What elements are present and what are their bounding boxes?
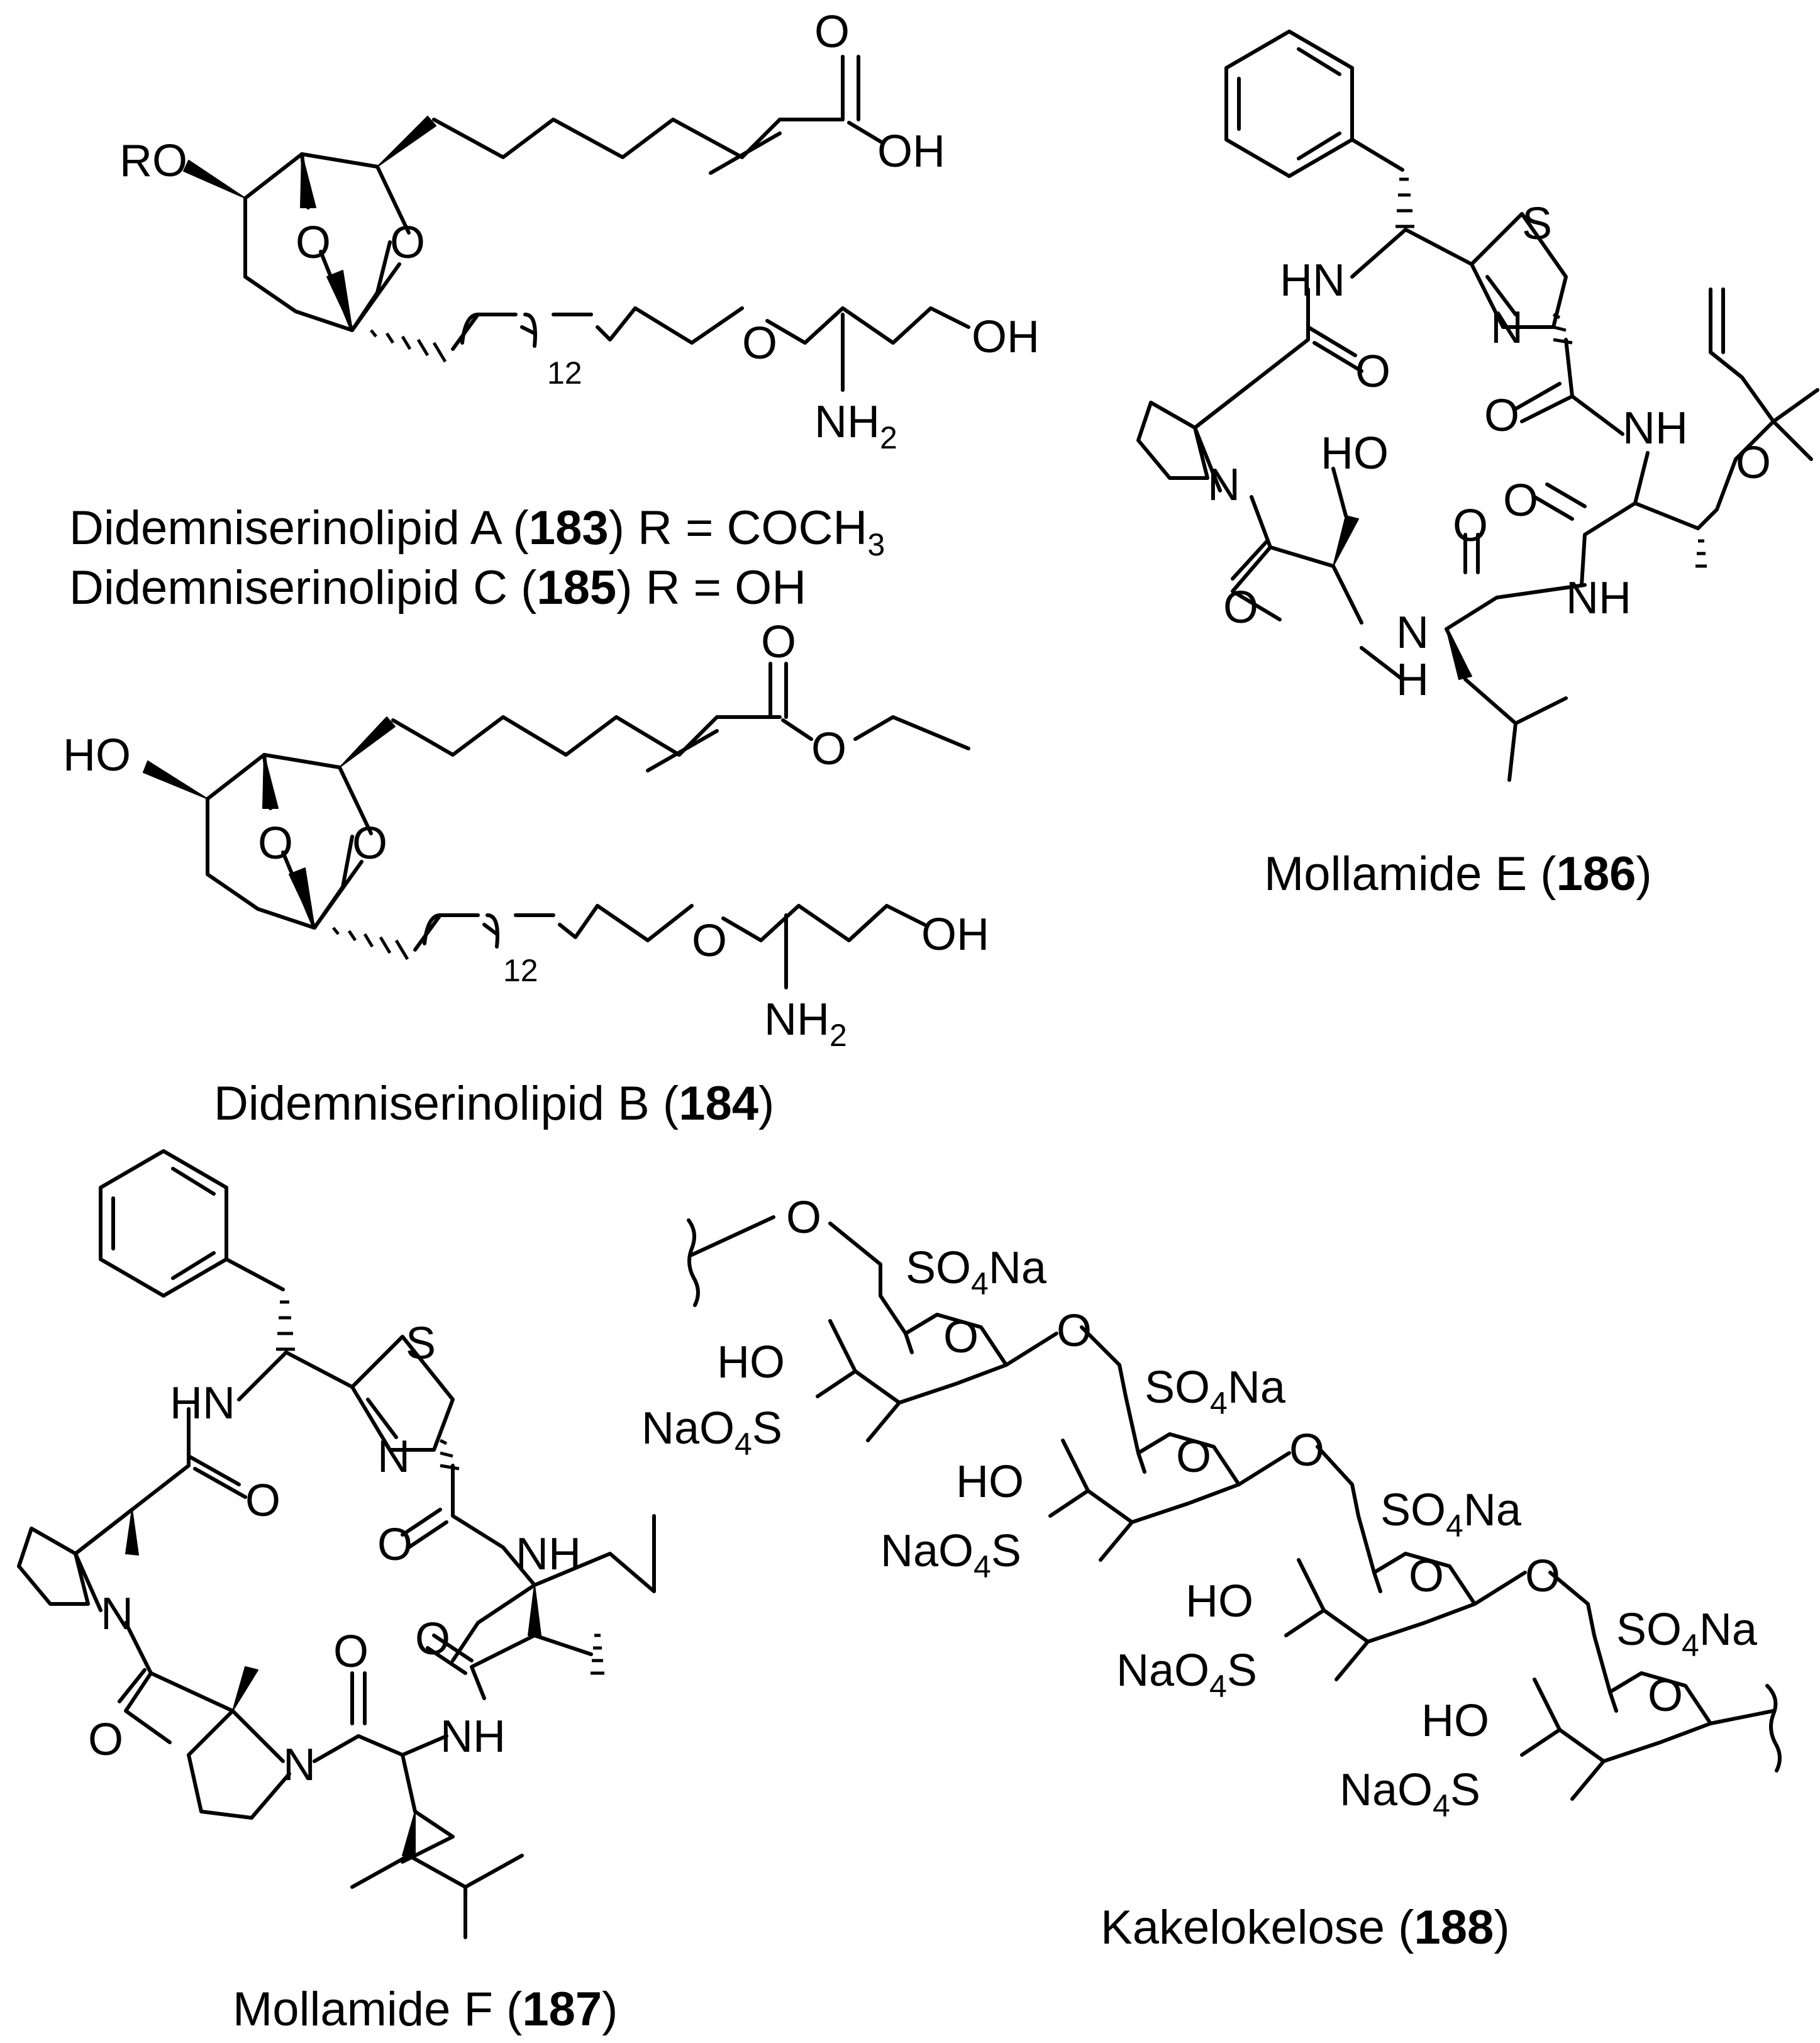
atom-label-o: O (1409, 1551, 1444, 1601)
wedge-bond (326, 270, 353, 331)
hashed-bond (1552, 313, 1573, 345)
hashed-bond (591, 1634, 604, 1675)
atom-label-nh2: NH2 (764, 994, 847, 1053)
atom-label-oh: OH (877, 126, 945, 177)
atom-label-o: O (814, 7, 850, 57)
atom-label-o: O (390, 218, 425, 268)
atom-label-n: N (283, 1740, 316, 1790)
atom-label-n: N (1490, 303, 1523, 353)
caption-mollamide-f: Mollamide F (187) (233, 1983, 618, 2036)
wedge-bond (289, 867, 315, 928)
atom-label-o: O (333, 1627, 369, 1677)
atom-label-o: O (296, 218, 331, 268)
caption-didemniserinolipid-b: Didemniserinolipid B (184) (214, 1077, 774, 1130)
atom-label-o: O (1525, 1551, 1560, 1601)
repeat-count: 12 (503, 953, 538, 988)
atom-label-naso4: NaO4S (880, 1526, 1021, 1584)
atom-label-nh: NH (1566, 573, 1631, 623)
caption-didemniserinolipid-a: Didemniserinolipid A (183) R = COCH3 (69, 501, 885, 562)
atom-label-o: O (88, 1715, 123, 1765)
atom-label-s: S (1522, 199, 1552, 249)
atom-label-naso4: NaO4S (641, 1403, 782, 1462)
atom-label-o: O (1289, 1425, 1324, 1476)
atom-label-o: O (415, 1614, 450, 1664)
atom-label-h: H (1396, 655, 1429, 705)
atom-label-o: O (245, 1476, 280, 1526)
atom-label-nh2: NH2 (814, 397, 897, 455)
atom-label-o: O (1176, 1432, 1211, 1482)
atom-label-hn: HN (170, 1378, 235, 1428)
atom-label-ho: HO (63, 730, 131, 781)
wedge-bond (339, 716, 396, 768)
atom-label-o: O (943, 1312, 979, 1362)
hashed-bond (276, 1300, 295, 1351)
atom-label-n: N (1396, 608, 1429, 658)
atom-label-o: O (1057, 1306, 1092, 1356)
hashed-bond (439, 1439, 460, 1471)
atom-label-nh: NH (516, 1529, 581, 1579)
atom-label-so4na: SO4Na (1616, 1605, 1758, 1663)
atom-label-naso4: NaO4S (1116, 1645, 1257, 1704)
hashed-bond (332, 927, 409, 960)
atom-label-ho: HO (1185, 1576, 1253, 1627)
atom-label-o: O (786, 1193, 821, 1243)
atom-label-n: N (377, 1432, 410, 1482)
atom-label-o: O (1355, 347, 1390, 397)
atom-label-o: O (1503, 476, 1538, 526)
atom-label-n: N (101, 1589, 133, 1639)
atom-label-o: O (377, 1520, 413, 1570)
atom-label-ho: HO (717, 1337, 785, 1388)
structure-didemniserinolipid-b: HO O O O O O OH NH2 12 Didemniserinolipi… (63, 617, 989, 1130)
atom-label-naso4: NaO4S (1340, 1765, 1480, 1823)
atom-label-o: O (1736, 438, 1771, 488)
wedge-bond (183, 160, 246, 199)
atom-label-o: O (1223, 582, 1258, 633)
atom-label-o: O (692, 916, 727, 966)
hashed-bond (1695, 539, 1707, 568)
atom-label-n: N (1207, 460, 1240, 510)
atom-label-ho: HO (956, 1457, 1024, 1507)
hashed-bond (370, 329, 447, 363)
atom-label-o: O (352, 818, 387, 869)
atom-label-o: O (1453, 501, 1488, 551)
atom-label-o: O (1648, 1671, 1683, 1721)
wedge-bond (377, 116, 436, 167)
atom-label-so4na: SO4Na (1380, 1485, 1522, 1544)
structure-mollamide-f: S HN N O O NH N O O NH O N Mollamide F (… (17, 1149, 656, 2036)
atom-label-nh: NH (1623, 403, 1688, 454)
atom-label-s: S (406, 1318, 436, 1369)
atom-label-hn: HN (1280, 255, 1345, 306)
hashed-bond (1396, 177, 1414, 228)
wedge-bond (300, 153, 316, 208)
atom-label-o: O (761, 617, 796, 667)
repeat-count: 12 (547, 355, 582, 391)
wedge-bond (262, 754, 279, 809)
caption-didemniserinolipid-c: Didemniserinolipid C (185) R = OH (69, 561, 806, 615)
atom-label-so4na: SO4Na (906, 1243, 1047, 1301)
atom-label-so4na: SO4Na (1145, 1362, 1286, 1421)
structure-kakelokelose: O SO4Na HO O O NaO4S SO4Na HO O O NaO4S … (641, 1193, 1782, 1954)
atom-label-o: O (258, 818, 293, 869)
atom-label-ho: HO (1321, 428, 1389, 479)
atom-label-nh: NH (440, 1712, 506, 1762)
caption-kakelokelose: Kakelokelose (188) (1101, 1901, 1510, 1954)
atom-label-o: O (811, 724, 846, 774)
atom-label-ho: HO (1421, 1696, 1489, 1746)
atom-label-ro: RO (119, 136, 187, 186)
atom-label-oh: OH (972, 312, 1040, 362)
caption-mollamide-e: Mollamide E (186) (1264, 847, 1652, 901)
structure-mollamide-e: S HN N O O NH HO N O O O NH O N H Mollam… (1136, 30, 1819, 901)
atom-label-oh: OH (921, 910, 989, 960)
atom-label-o: O (742, 318, 777, 369)
atom-label-o: O (1484, 391, 1519, 441)
wedge-bond (143, 760, 208, 799)
structure-didemniserinolipid-ac: RO O O O OH O OH NH2 12 Didemniserinolip… (69, 7, 1040, 615)
